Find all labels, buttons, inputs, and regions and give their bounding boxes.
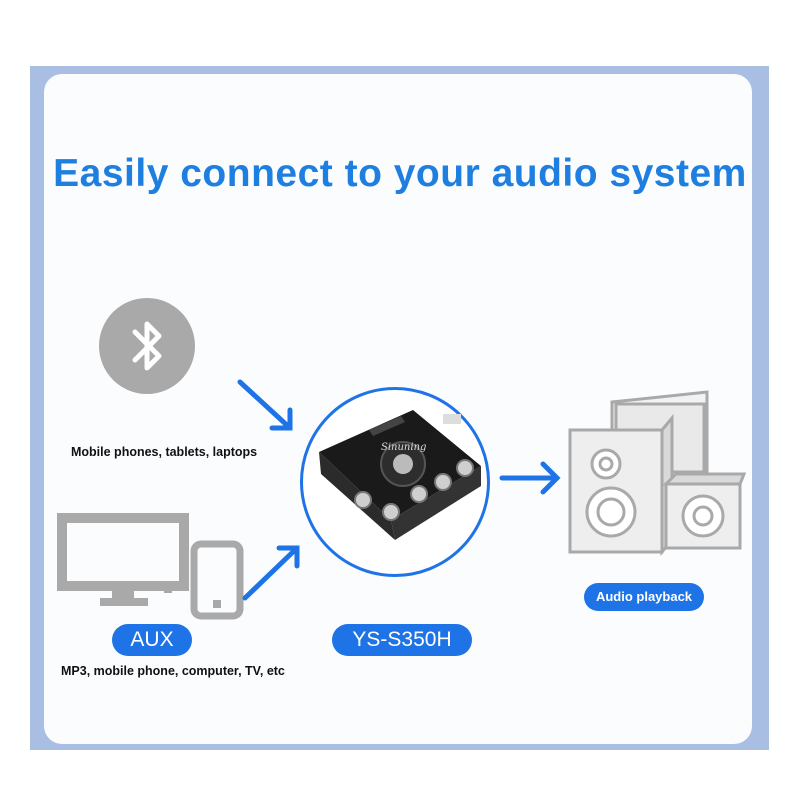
model-label: YS-S350H (332, 624, 472, 656)
audio-playback-label: Audio playback (584, 583, 704, 611)
amplifier-board-image: Sinuning (300, 387, 490, 577)
bluetooth-icon (99, 298, 195, 394)
page-title: Easily connect to your audio system (53, 152, 747, 195)
aux-caption: MP3, mobile phone, computer, TV, etc (61, 664, 285, 678)
bluetooth-caption: Mobile phones, tablets, laptops (71, 445, 258, 459)
device-brand-text: Sinuning (381, 442, 426, 453)
aux-label: AUX (112, 624, 192, 656)
